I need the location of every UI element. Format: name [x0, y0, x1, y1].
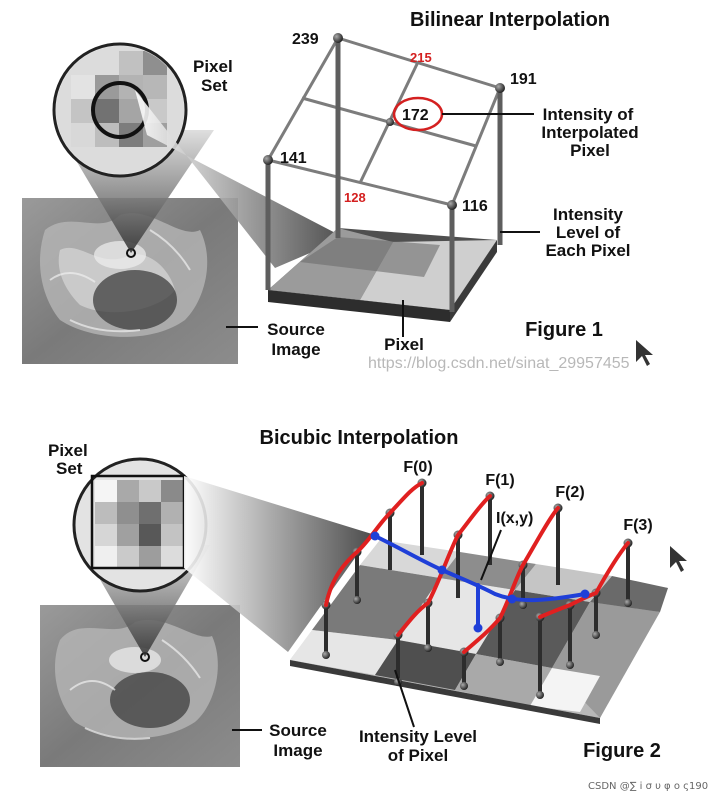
value-top-edge: 215: [410, 50, 432, 65]
intensity-level-pointer-line: [394, 669, 415, 728]
blue-interpolation-curve: [373, 534, 587, 630]
pixel-set-magnifier-1: [52, 42, 188, 178]
bilinear-frame: [265, 36, 503, 312]
intensity-interpolated-line2: Interpolated: [541, 123, 638, 142]
source-image-label-1-line2: Image: [271, 340, 320, 359]
source-image-label-2-line2: Image: [273, 741, 322, 760]
pixel-set-label-2-line1: Pixel: [48, 441, 88, 460]
pixel-label: Pixel: [384, 335, 424, 354]
corner-knob-bottom-left: [263, 155, 273, 165]
f2-label: F(2): [555, 484, 584, 501]
ixy-pointer-line: [480, 529, 502, 581]
center-knob: [386, 118, 394, 126]
figure-1-title: Bilinear Interpolation: [410, 9, 610, 31]
value-bottom-left: 141: [280, 150, 307, 167]
f1-label: F(1): [485, 472, 514, 489]
intensity-each-line2: Level of: [556, 223, 621, 242]
blue-curve-knobs: [370, 531, 590, 633]
pixel-set-label-1-line1: Pixel: [193, 57, 233, 76]
projection-cone-1: [135, 90, 345, 268]
intensity-interpolated-line1: Intensity of: [543, 105, 634, 124]
figure-2-title: Bicubic Interpolation: [260, 427, 459, 449]
intensity-level-label-line2: of Pixel: [388, 746, 448, 765]
pixel-set-label-2-line2: Set: [56, 459, 83, 478]
intensity-interpolated-line3: Pixel: [570, 141, 610, 160]
source-image-label-1-line1: Source: [267, 320, 325, 339]
corner-knob-top-right: [495, 83, 505, 93]
pixel-set-label-1-line2: Set: [201, 76, 228, 95]
value-interpolated: 172: [402, 107, 429, 124]
cursor-icon-1: [636, 340, 653, 366]
figure-1-label: Figure 1: [525, 319, 603, 341]
intensity-each-line1: Intensity: [553, 205, 623, 224]
pixel-base-1: [268, 228, 497, 322]
value-top-left: 239: [292, 31, 319, 48]
intensity-level-label-line1: Intensity Level: [359, 727, 477, 746]
f3-label: F(3): [623, 517, 652, 534]
figure-1: Bilinear Interpolation Pixel Set 239 191…: [22, 9, 653, 372]
bicubic-posts: [324, 483, 630, 695]
figure-2: Bicubic Interpolation Pixel Set F(0) F(1…: [40, 427, 687, 767]
cursor-icon-2: [670, 546, 687, 572]
value-bottom-right: 116: [462, 198, 488, 215]
corner-knob-bottom-right: [447, 200, 457, 210]
value-top-right: 191: [510, 71, 537, 88]
projection-cone-2: [184, 476, 372, 652]
figure-2-label: Figure 2: [583, 740, 661, 762]
source-image-label-2-line1: Source: [269, 721, 327, 740]
corner-knob-top-left: [333, 33, 343, 43]
watermark-url: https://blog.csdn.net/sinat_29957455: [368, 355, 630, 372]
intensity-each-line3: Each Pixel: [545, 241, 630, 260]
footer-credit: CSDN @∑ i σ υ φ ο ς190: [588, 781, 709, 792]
value-bottom-edge: 128: [344, 190, 366, 205]
f0-label: F(0): [403, 459, 432, 476]
ixy-label: I(x,y): [496, 510, 533, 527]
